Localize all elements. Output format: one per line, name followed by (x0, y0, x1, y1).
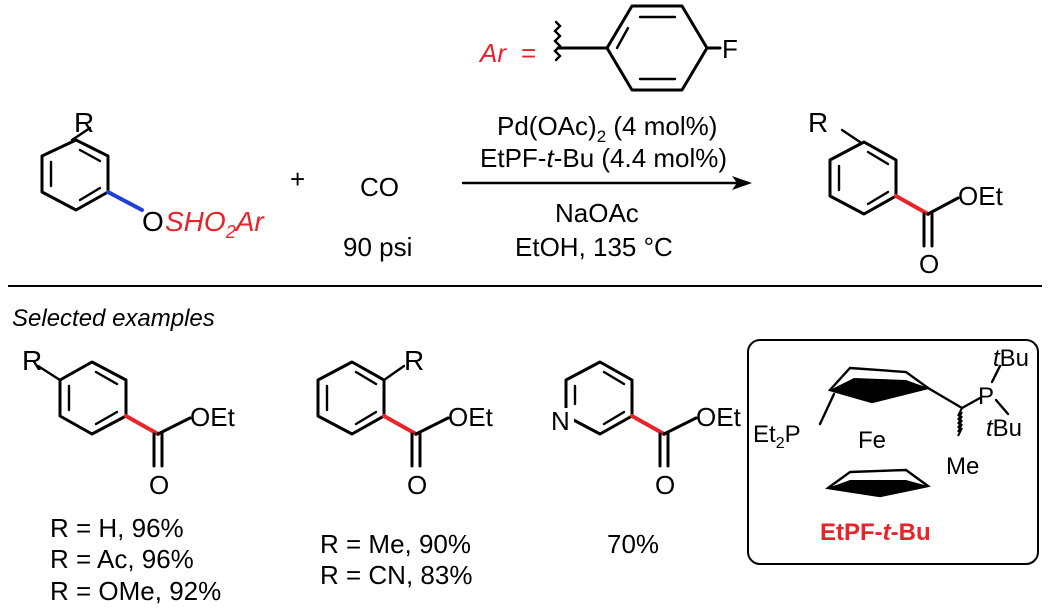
reactant-r-label: R (74, 107, 94, 138)
me-label: Me (946, 453, 979, 480)
ex3-ring (564, 360, 634, 436)
example-ortho-benzoate: R OEt O R = Me, 90% R = CN, 83% (316, 345, 494, 590)
ex1-yield-1: R = H, 96% (50, 513, 184, 543)
product-new-c-c-bond (894, 194, 930, 216)
ex1-yield-3: R = OMe, 92% (50, 576, 221, 606)
attachment-wavy-line (553, 20, 562, 62)
reactant-r-bond (70, 126, 92, 142)
fluorophenyl-ring (605, 4, 709, 92)
ligand-box: Fe Et2P Me P tBu tBu EtPF-t-Bu (747, 339, 1039, 565)
reactant-aryl-sulfinate: R O SHO2Ar (40, 107, 265, 242)
ex1-new-c-c-bond (124, 414, 160, 436)
ex2-o-label: O (407, 470, 427, 500)
ar-label: Ar (478, 38, 507, 68)
leaving-o-label: O (142, 206, 164, 237)
product-oet-label: OEt (958, 181, 1004, 211)
ex2-new-c-c-bond (382, 414, 418, 436)
example-para-benzoate: R OEt O R = H, 96% R = Ac, 96% R = OMe, … (22, 345, 236, 606)
ex1-ring-double-2 (94, 370, 119, 386)
reactant-ring-double-2 (78, 148, 102, 163)
ar-equals: = (521, 38, 536, 68)
plus-sign: + (290, 164, 305, 194)
ex1-yield-2: R = Ac, 96% (50, 544, 194, 574)
ligand-loading-label: EtPF-t-Bu (4.4 mol%) (480, 143, 727, 173)
ex2-yield-2: R = CN, 83% (320, 560, 472, 590)
ex1-ester-bond (156, 416, 192, 436)
ch-p-bond (960, 396, 982, 410)
base-label: NaOAc (555, 198, 639, 228)
solvent-temp-label: EtOH, 135 °C (515, 232, 673, 262)
tbu-right-label: tBu (986, 415, 1022, 442)
lower-cp-shade (828, 480, 928, 496)
ex1-o-label: O (149, 470, 169, 500)
cp-ch-bond (926, 386, 964, 410)
co-reagent: CO (360, 172, 399, 202)
upper-cp-shade (830, 378, 928, 402)
fluoro-label: F (722, 34, 738, 64)
reactant-ring-double-3 (78, 186, 102, 202)
p-label: P (978, 383, 994, 410)
ex2-r-bond (382, 364, 406, 382)
ex3-ring-double-2 (602, 370, 626, 386)
ex3-n-label: N (551, 406, 570, 436)
fe-label: Fe (858, 427, 886, 454)
ex1-oet-label: OEt (190, 402, 236, 432)
ar-definition: Ar = F (478, 4, 738, 92)
ex1-r-label: R (22, 345, 42, 376)
c-o-bond-blue (106, 190, 144, 212)
example-nicotinate: N OEt O 70% (548, 360, 742, 559)
ex3-o-label: O (655, 470, 675, 500)
ex2-r-label: R (404, 345, 424, 376)
ex3-oet-label: OEt (696, 402, 742, 432)
ex1-ring-double-3 (94, 410, 119, 426)
stereo-hash-bond (957, 407, 963, 437)
product-ethyl-benzoate: R OEt O (808, 107, 1004, 279)
et2p-cp-bond (818, 392, 836, 426)
product-ring (828, 140, 898, 216)
leaving-group-label: SHO2Ar (165, 206, 265, 242)
ligand-name: EtPF-t-Bu (820, 519, 931, 546)
tbu-top-label: tBu (993, 345, 1029, 372)
product-ester-bond (926, 196, 960, 216)
ligand-frame (747, 339, 1039, 565)
ex2-ring-double-2 (354, 370, 378, 386)
et2p-label: Et2P (753, 421, 801, 452)
ex3-new-c-c-bond (630, 414, 666, 436)
ex2-yield-1: R = Me, 90% (320, 529, 471, 559)
product-r-label: R (808, 107, 828, 138)
p-tbu-right-bond (994, 398, 1010, 416)
ex3-ring-double-3 (602, 410, 626, 426)
ex2-ester-bond (414, 416, 450, 436)
ex3-yield: 70% (607, 529, 659, 559)
p-tbu-top-bond (990, 364, 1002, 384)
catalyst-label: Pd(OAc)2 (4 mol%) (497, 111, 717, 146)
reaction-arrow-head (732, 176, 752, 190)
ex3-ester-bond (662, 416, 698, 436)
reactant-ring (40, 138, 110, 212)
fluorophenyl-double-3 (615, 26, 630, 50)
product-r-bond (840, 128, 862, 144)
examples-heading: Selected examples (12, 305, 215, 332)
ex2-ring-double-3 (354, 410, 378, 426)
ex3-n-mask (548, 408, 574, 432)
ex1-r-bond (36, 364, 62, 382)
product-o-label: O (919, 249, 939, 279)
product-ring-double-2 (866, 150, 890, 166)
ex2-oet-label: OEt (448, 402, 494, 432)
co-pressure: 90 psi (343, 232, 412, 262)
product-ring-double-3 (866, 190, 890, 206)
reaction-conditions: Pd(OAc)2 (4 mol%) EtPF-t-Bu (4.4 mol%) N… (461, 111, 752, 262)
